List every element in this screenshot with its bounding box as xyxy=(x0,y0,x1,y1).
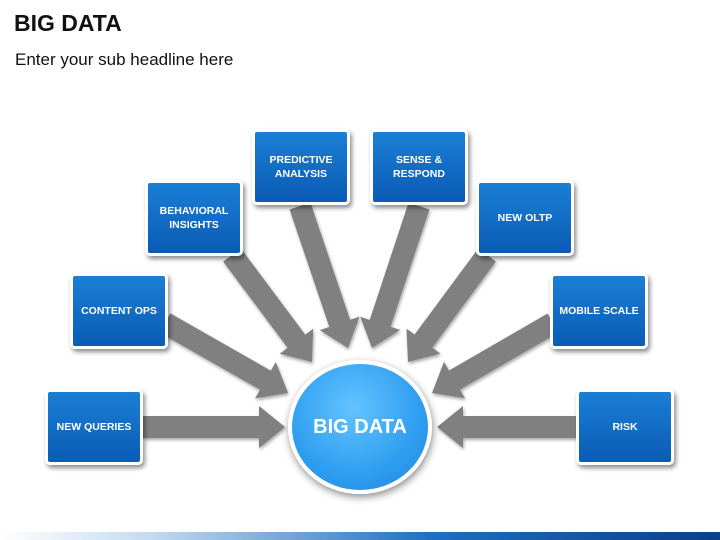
node-label: NEW OLTP xyxy=(497,212,553,224)
arrow-new-queries xyxy=(143,406,285,448)
arrow-content-ops xyxy=(159,313,288,399)
node-content-ops: CONTENT OPS xyxy=(70,273,168,349)
node-label: PREDICTIVE ANALYSIS xyxy=(269,154,333,180)
node-label: SENSE & RESPOND xyxy=(393,154,445,180)
node-sense-respond: SENSE & RESPOND xyxy=(370,129,468,205)
node-risk: RISK xyxy=(576,389,674,465)
node-label: MOBILE SCALE xyxy=(559,305,639,317)
node-predictive-analysis: PREDICTIVE ANALYSIS xyxy=(252,129,350,205)
arrow-risk xyxy=(437,406,578,448)
node-label: CONTENT OPS xyxy=(81,305,157,317)
node-label: BEHAVIORAL INSIGHTS xyxy=(159,205,229,231)
arrow-new-oltp xyxy=(406,248,496,362)
arrow-mobile-scale xyxy=(432,313,559,399)
arrow-sense-respond xyxy=(360,202,430,348)
node-label: RISK xyxy=(612,421,638,433)
node-mobile-scale: MOBILE SCALE xyxy=(550,273,648,349)
center-label: BIG DATA xyxy=(313,415,407,438)
page-title: BIG DATA xyxy=(14,10,122,36)
node-behavioral-insights: BEHAVIORAL INSIGHTS xyxy=(145,180,243,256)
center-circle: BIG DATA xyxy=(288,360,432,494)
arrow-behavioral-insights xyxy=(223,248,314,362)
node-new-oltp: NEW OLTP xyxy=(476,180,574,256)
arrow-predictive-analysis xyxy=(289,202,360,348)
page-subtitle: Enter your sub headline here xyxy=(15,50,234,69)
node-label: NEW QUERIES xyxy=(56,421,132,433)
node-new-queries: NEW QUERIES xyxy=(45,389,143,465)
footer-bar xyxy=(0,532,720,540)
